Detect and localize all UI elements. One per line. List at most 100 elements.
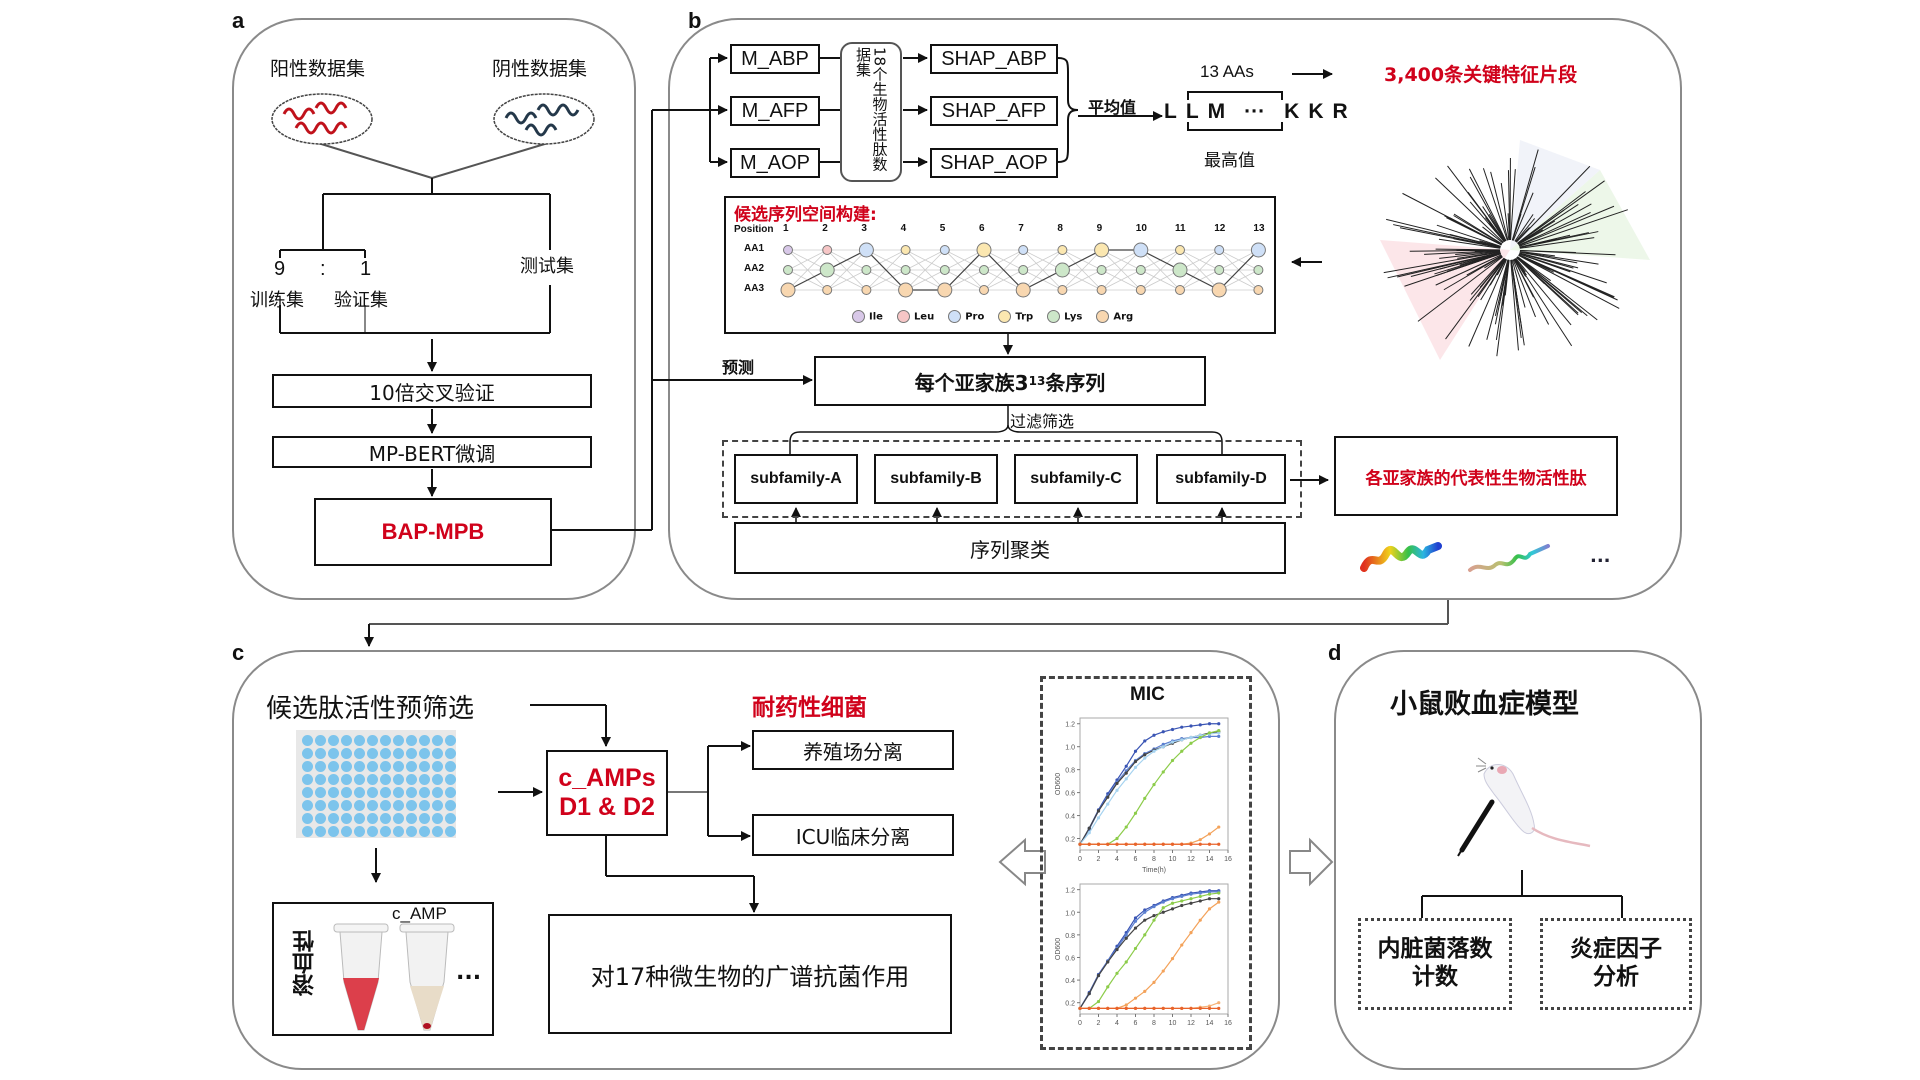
x-tick-label: 10 <box>1169 856 1177 863</box>
subfamily-d-text: subfamily-D <box>1175 470 1267 487</box>
position-number: 13 <box>1253 223 1265 234</box>
well <box>393 774 404 785</box>
network-edge <box>1062 269 1102 291</box>
mic-chart-group <box>1040 676 1252 1050</box>
panel-a-frame <box>232 18 636 600</box>
tree-branch <box>1510 259 1519 351</box>
data-point <box>1217 1006 1221 1010</box>
right-block-arrow-icon <box>1289 837 1334 887</box>
negative-peptides-icon <box>493 93 595 145</box>
y-tick-label: 0.8 <box>1065 933 1075 940</box>
well-grid <box>296 730 456 842</box>
tree-branch <box>1468 168 1507 242</box>
network-edge <box>866 249 906 271</box>
icu-isolate-box: ICU临床分离 <box>752 814 954 856</box>
x-tick-label: 10 <box>1169 1020 1177 1027</box>
amino-acid-node <box>979 285 989 295</box>
clustering-box: 序列聚类 <box>734 522 1286 574</box>
data-point <box>1217 731 1221 735</box>
tree-branch <box>1512 166 1536 241</box>
tree-branch <box>1494 259 1509 325</box>
aa-row-label: AA2 <box>744 263 765 274</box>
data-point <box>1198 899 1202 903</box>
tree-branch <box>1518 254 1554 273</box>
amino-acid-node <box>822 285 833 295</box>
mouse-injection-icon <box>1457 757 1591 857</box>
data-point <box>1087 842 1091 846</box>
hemolysis-tube-amp-icon <box>399 923 455 1031</box>
tree-branch <box>1519 251 1599 265</box>
well <box>445 761 456 772</box>
model-box: BAP-MPB <box>314 498 552 566</box>
y-tick-label: 1.2 <box>1065 888 1075 895</box>
helix-structure-2-icon <box>1468 544 1550 572</box>
tree-branch <box>1519 231 1599 249</box>
well <box>419 748 430 759</box>
well <box>380 748 391 759</box>
tree-branch <box>1455 250 1501 255</box>
data-point <box>1133 996 1138 1000</box>
tree-branch <box>1453 215 1503 245</box>
x-tick-label: 4 <box>1115 856 1119 863</box>
panel-b-label: b <box>688 8 702 33</box>
data-point <box>1124 777 1128 781</box>
x-tick-label: 2 <box>1097 1020 1101 1027</box>
sequences-box-exponent: 13 <box>1028 374 1046 388</box>
data-point <box>1106 985 1110 989</box>
well <box>419 826 430 837</box>
tree-branch <box>1512 259 1536 318</box>
tree-branch <box>1479 240 1501 248</box>
data-point <box>1170 1006 1175 1010</box>
data-point <box>1170 901 1175 905</box>
well <box>354 800 365 811</box>
y-axis-label: OD600 <box>1055 938 1062 960</box>
network-edge <box>1140 249 1181 291</box>
aa-row-label: AA1 <box>744 243 765 254</box>
shap-aop-text: SHAP_AOP <box>940 151 1048 174</box>
tree-branch <box>1468 259 1508 347</box>
series-line-green <box>1080 892 1219 1009</box>
data-point <box>1207 890 1212 894</box>
well <box>445 800 456 811</box>
clustering-text: 序列聚类 <box>970 537 1050 562</box>
well <box>302 748 313 759</box>
well <box>393 800 404 811</box>
position-number: 5 <box>939 223 946 234</box>
data-point <box>1124 825 1128 829</box>
well <box>315 735 326 746</box>
data-point <box>1161 842 1165 846</box>
hemolysis-tube-positive-icon <box>333 923 389 1031</box>
data-point <box>1152 749 1156 753</box>
seq-letter: K <box>1284 100 1300 123</box>
well <box>328 774 339 785</box>
data-point <box>1170 758 1175 763</box>
tree-branch <box>1482 226 1504 244</box>
broad-spectrum-box: 对17种微生物的广谱抗菌作用 <box>548 914 952 1034</box>
data-point <box>1189 842 1193 846</box>
position-number: 3 <box>861 223 867 234</box>
tree-branch <box>1516 256 1598 321</box>
data-point <box>1152 980 1156 984</box>
plot-frame <box>1079 883 1229 1015</box>
amino-acid-node <box>1135 265 1146 275</box>
well <box>406 800 417 811</box>
well <box>302 735 313 746</box>
tree-branch <box>1383 251 1501 274</box>
data-point <box>1124 933 1128 937</box>
well <box>328 761 339 772</box>
tree-branch <box>1512 192 1534 241</box>
legend-item: Lys <box>1047 310 1082 323</box>
data-point <box>1096 1006 1101 1010</box>
ratio-right: 1 <box>360 258 372 280</box>
network-edge <box>1062 249 1102 291</box>
data-point <box>1133 1006 1138 1010</box>
data-point <box>1198 891 1202 895</box>
amino-acid-node <box>783 265 793 275</box>
well <box>432 761 443 772</box>
well <box>445 813 456 824</box>
tree-branch <box>1417 256 1503 322</box>
amino-acid-node <box>1094 242 1110 258</box>
tree-branch <box>1519 253 1607 284</box>
amino-acid-node <box>858 242 874 258</box>
tree-branch <box>1518 212 1591 246</box>
